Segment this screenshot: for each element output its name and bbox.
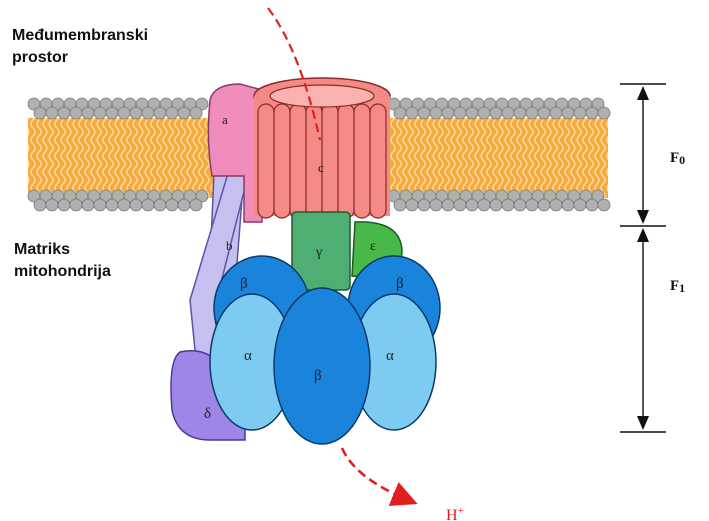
lipid-head: [538, 107, 550, 119]
subunit-delta-label: δ: [204, 406, 211, 422]
lipid-head: [178, 199, 190, 211]
c-ring: [254, 78, 390, 218]
lipid-head: [430, 107, 442, 119]
lipid-head: [478, 107, 490, 119]
lipid-head: [442, 199, 454, 211]
c-ring-stave: [338, 104, 354, 218]
intermembrane-label-line2: prostor: [12, 49, 68, 66]
lipid-head: [562, 199, 574, 211]
lipid-head: [430, 199, 442, 211]
matrix-label-line1: Matriks: [14, 241, 70, 258]
lipid-head: [418, 199, 430, 211]
lipid-head: [46, 107, 58, 119]
lipid-head: [58, 107, 70, 119]
lipid-head: [442, 107, 454, 119]
lipid-head: [550, 107, 562, 119]
proton-path-exit: [342, 448, 408, 500]
c-ring-stave: [274, 104, 290, 218]
lipid-head: [514, 107, 526, 119]
lipid-head: [490, 107, 502, 119]
lipid-head: [130, 107, 142, 119]
beta-center-label: β: [314, 368, 322, 384]
lipid-head: [142, 199, 154, 211]
proton-label: H+: [446, 505, 464, 521]
lipid-head: [526, 107, 538, 119]
lipid-head: [454, 107, 466, 119]
lipid-head: [34, 107, 46, 119]
lipid-head: [58, 199, 70, 211]
lipid-head: [118, 107, 130, 119]
lipid-head: [94, 199, 106, 211]
lipid-head: [586, 107, 598, 119]
subunit-epsilon-label: ε: [370, 239, 376, 254]
lipid-head: [574, 199, 586, 211]
lipid-head: [562, 107, 574, 119]
subunit-b-label: b: [226, 238, 233, 253]
alpha-left-label: α: [244, 348, 252, 364]
lipid-head: [502, 107, 514, 119]
beta-left-label: β: [240, 276, 248, 292]
f1-label: F1: [670, 278, 685, 295]
lipid-head: [130, 199, 142, 211]
lipid-head: [598, 199, 610, 211]
subunit-a-label: a: [222, 112, 228, 127]
lipid-head: [418, 107, 430, 119]
lipid-head: [70, 107, 82, 119]
lipid-head: [166, 107, 178, 119]
lipid-head: [502, 199, 514, 211]
lipid-head: [394, 199, 406, 211]
lipid-head: [598, 107, 610, 119]
lipid-head: [70, 199, 82, 211]
subunit-gamma-label: γ: [315, 245, 322, 260]
lipid-head: [166, 199, 178, 211]
c-ring-stave: [322, 104, 338, 218]
lipid-head: [34, 199, 46, 211]
lipid-head: [94, 107, 106, 119]
lipid-head: [190, 107, 202, 119]
lipid-head: [514, 199, 526, 211]
c-ring-stave: [258, 104, 274, 218]
lipid-head: [178, 107, 190, 119]
lipid-head: [118, 199, 130, 211]
lipid-head: [526, 199, 538, 211]
lipid-head: [154, 199, 166, 211]
lipid-head: [466, 199, 478, 211]
lipid-head: [82, 199, 94, 211]
intermembrane-label-line1: Međumembranski: [12, 27, 148, 44]
c-ring-stave: [354, 104, 370, 218]
lipid-head: [46, 199, 58, 211]
lipid-head: [106, 107, 118, 119]
beta-right-label: β: [396, 276, 404, 292]
lipid-head: [478, 199, 490, 211]
alpha-right-label: α: [386, 348, 394, 364]
lipid-head: [394, 107, 406, 119]
lipid-head: [550, 199, 562, 211]
lipid-head: [466, 107, 478, 119]
lipid-head: [190, 199, 202, 211]
subunit-c-label: c: [318, 160, 324, 175]
lipid-head: [586, 199, 598, 211]
lipid-head: [154, 107, 166, 119]
lipid-head: [406, 107, 418, 119]
c-ring-stave: [290, 104, 306, 218]
lipid-head: [82, 107, 94, 119]
c-ring-stave: [370, 104, 386, 218]
dimension-markers: [620, 84, 666, 432]
lipid-head: [538, 199, 550, 211]
lipid-head: [142, 107, 154, 119]
f0-label: F0: [670, 150, 685, 167]
matrix-label-line2: mitohondrija: [14, 263, 111, 280]
beta-center-subunit: [274, 288, 370, 444]
lipid-head: [406, 199, 418, 211]
lipid-head: [490, 199, 502, 211]
lipid-head: [454, 199, 466, 211]
lipid-head: [106, 199, 118, 211]
lipid-head: [574, 107, 586, 119]
